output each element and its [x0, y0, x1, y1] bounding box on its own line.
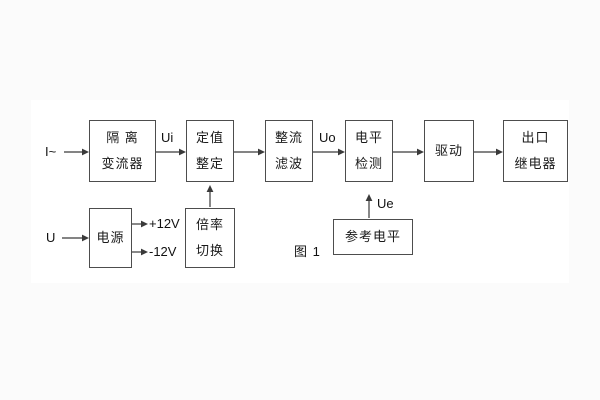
block-label-line: 参考电平: [344, 229, 401, 244]
block-label-line: 继电器: [514, 156, 557, 171]
block-label-line: 电平: [354, 130, 383, 145]
signal-uo-label: Uo: [319, 130, 336, 145]
block-label-line: 整流: [274, 130, 303, 145]
block-reference-level: 参考电平: [333, 219, 413, 255]
signal-ui-label: Ui: [161, 130, 174, 145]
block-label-line: 检测: [354, 156, 383, 171]
block-setting-adjust: 定值 整定: [186, 120, 234, 182]
block-level-detect: 电平 检测: [345, 120, 393, 182]
block-label-line: 电源: [96, 230, 125, 245]
block-isolation-transformer: 隔 离 变流器: [89, 120, 156, 182]
block-rectify-filter: 整流 滤波: [265, 120, 313, 182]
signal-minus12v-label: -12V: [149, 244, 177, 259]
figure-caption: 图 1: [294, 244, 321, 259]
signal-plus12v-label: +12V: [149, 216, 180, 231]
input-voltage-label: U: [46, 230, 56, 245]
block-label-line: 滤波: [274, 156, 303, 171]
block-label-line: 整定: [195, 156, 224, 171]
block-output-relay: 出口 继电器: [503, 120, 568, 182]
signal-ue-label: Ue: [377, 196, 394, 211]
block-label-line: 出口: [521, 130, 550, 145]
block-label-line: 倍率: [195, 217, 224, 232]
block-drive: 驱动: [424, 120, 474, 182]
input-current-label: I~: [45, 144, 57, 159]
block-power-supply: 电源: [89, 208, 132, 268]
block-label-line: 驱动: [434, 143, 463, 158]
block-label-line: 隔 离: [106, 130, 139, 145]
block-multiplier-switch: 倍率 切换: [185, 208, 235, 268]
block-label-line: 切换: [195, 243, 224, 258]
block-label-line: 定值: [195, 130, 224, 145]
block-label-line: 变流器: [101, 156, 144, 171]
